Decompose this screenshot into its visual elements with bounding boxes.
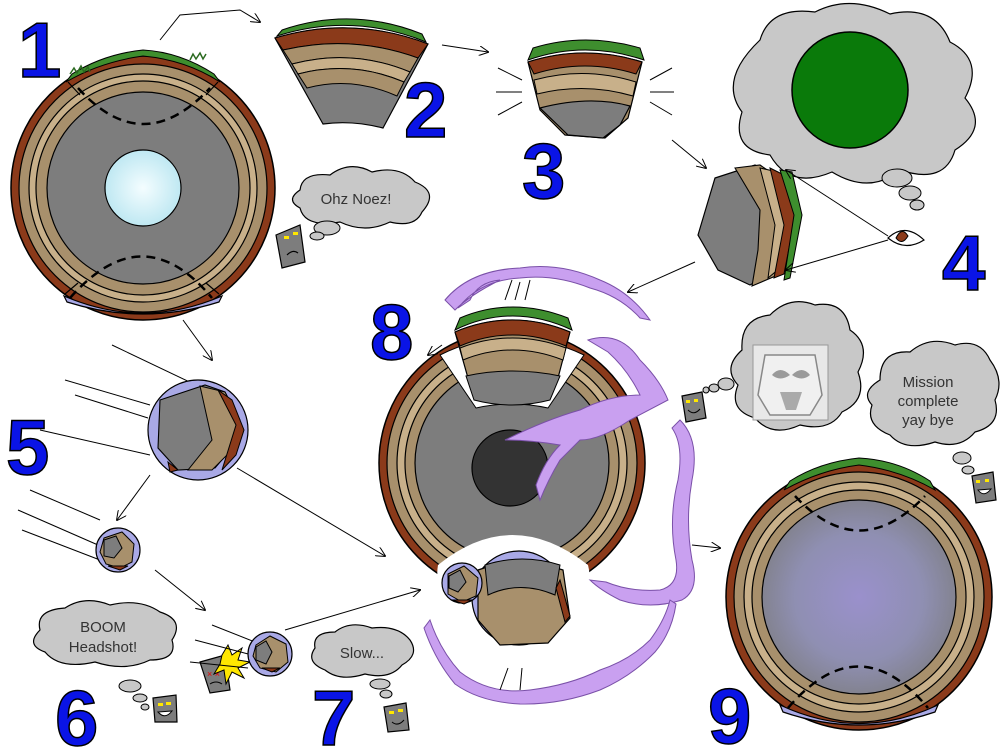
headshot-text: Headshot! bbox=[69, 639, 137, 656]
meteor-5-small bbox=[17, 489, 141, 573]
planet-9 bbox=[725, 457, 993, 731]
mission-text-2: complete bbox=[898, 393, 959, 410]
step-number-5: 5 bbox=[6, 403, 49, 491]
robot-icon bbox=[152, 694, 178, 723]
robot-icon bbox=[681, 391, 707, 423]
explosion-icon bbox=[212, 643, 252, 686]
robot-icon bbox=[971, 471, 997, 504]
step-number-2: 2 bbox=[404, 66, 447, 154]
boom-text: BOOM bbox=[80, 619, 126, 636]
mission-cloud-bubble-icon bbox=[866, 340, 1000, 475]
chunk-3 bbox=[496, 39, 674, 139]
slice-2 bbox=[274, 18, 429, 129]
eye-icon bbox=[786, 170, 925, 270]
mission-text-3: yay bye bbox=[902, 412, 954, 429]
chunk-4 bbox=[697, 164, 803, 287]
step-number-9: 9 bbox=[708, 672, 751, 752]
flow-arrows bbox=[117, 9, 720, 691]
chunk-8-bottom bbox=[441, 550, 571, 646]
step-number-1: 1 bbox=[18, 6, 61, 94]
robot-icon bbox=[383, 702, 410, 733]
slow-cloud-bubble-icon bbox=[311, 624, 415, 699]
step-number-3: 3 bbox=[522, 127, 565, 215]
mission-text-1: Mission bbox=[903, 374, 954, 391]
cloud-bubble-icon bbox=[291, 166, 431, 241]
step-number-7: 7 bbox=[312, 674, 355, 752]
slow-text: Slow... bbox=[340, 645, 384, 662]
lightning-icon bbox=[423, 266, 695, 705]
meteor-5 bbox=[39, 344, 249, 481]
step-number-6: 6 bbox=[55, 674, 98, 752]
mask-icon bbox=[752, 344, 829, 421]
ohz-noez-text: Ohz Noez! bbox=[321, 191, 392, 208]
step-number-8: 8 bbox=[370, 288, 413, 376]
robot-icon bbox=[275, 224, 306, 269]
boom-cloud-bubble-icon bbox=[33, 600, 178, 711]
planet-1 bbox=[10, 49, 276, 321]
chunk-8-top bbox=[454, 306, 573, 406]
step-number-4: 4 bbox=[942, 219, 985, 307]
thought-cloud-4 bbox=[732, 2, 976, 211]
meteor-6 bbox=[189, 624, 293, 677]
